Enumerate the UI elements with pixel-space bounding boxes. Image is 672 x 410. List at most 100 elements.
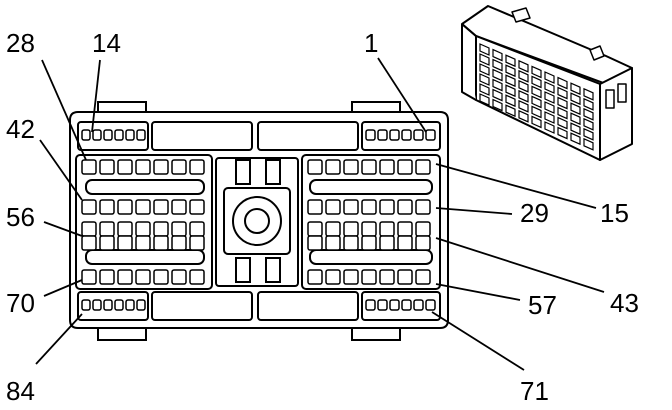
- terminal-cavity: [397, 199, 413, 215]
- terminal-cavity: [117, 221, 133, 237]
- inset-cavity: [531, 105, 542, 119]
- terminal-cavity: [413, 129, 424, 141]
- terminal-cavity: [325, 159, 341, 175]
- terminal-cavity: [114, 129, 124, 141]
- terminal-cavity: [365, 299, 376, 311]
- terminal-cavity: [397, 159, 413, 175]
- inset-cavity: [544, 121, 555, 134]
- inset-cavity: [518, 99, 529, 113]
- inset-cavity: [479, 83, 490, 96]
- leader-lines: [35, 57, 605, 371]
- inset-cavity: [570, 102, 581, 116]
- inset-cavity: [505, 54, 516, 68]
- terminal-cavity: [81, 221, 97, 237]
- terminal-cavity: [117, 159, 133, 175]
- terminal-cavity: [377, 129, 388, 141]
- inset-cavity: [505, 84, 516, 98]
- terminal-cavity: [153, 221, 169, 237]
- terminal-cavity: [189, 159, 205, 175]
- terminal-cavity: [171, 199, 187, 215]
- inset-cavity: [505, 104, 516, 118]
- terminal-cavity: [397, 269, 413, 285]
- terminal-cavity: [92, 299, 102, 311]
- terminal-cavity: [389, 299, 400, 311]
- terminal-cavity: [377, 299, 388, 311]
- terminal-cavity: [171, 221, 187, 237]
- inset-cavity: [518, 69, 529, 83]
- inset-cavity: [557, 106, 568, 120]
- terminal-cavity: [343, 269, 359, 285]
- terminal-cavity: [325, 235, 341, 251]
- terminal-cavity: [343, 159, 359, 175]
- terminal-cavity: [425, 299, 436, 311]
- inset-cavity: [505, 74, 516, 88]
- inset-cavity: [583, 97, 594, 111]
- terminal-cavity: [81, 299, 91, 311]
- pin-label-57: 57: [528, 290, 557, 320]
- inset-cavity: [492, 78, 503, 92]
- terminal-cavity: [117, 235, 133, 251]
- terminal-cavity: [415, 269, 431, 285]
- pin-label-14: 14: [92, 28, 121, 58]
- inset-cavity: [544, 71, 555, 84]
- terminal-cavity: [307, 269, 323, 285]
- terminal-cavity: [415, 199, 431, 215]
- inset-cavity: [492, 48, 503, 62]
- inset-cavity: [479, 43, 490, 56]
- inset-cavity: [583, 127, 594, 141]
- terminal-cavity: [81, 159, 97, 175]
- terminal-cavity: [135, 159, 151, 175]
- terminal-cavity: [135, 199, 151, 215]
- terminal-cavity: [135, 221, 151, 237]
- terminal-cavity: [379, 159, 395, 175]
- terminal-cavity: [117, 199, 133, 215]
- terminal-cavity: [379, 221, 395, 237]
- terminal-cavity: [361, 159, 377, 175]
- terminal-cavity: [389, 129, 400, 141]
- terminal-cavity: [325, 199, 341, 215]
- pin-label-56: 56: [6, 202, 35, 232]
- inset-cavity: [570, 132, 581, 146]
- terminal-cavity: [397, 235, 413, 251]
- inset-cavity: [557, 96, 568, 110]
- pin-label-71: 71: [520, 376, 549, 406]
- terminal-cavity: [361, 235, 377, 251]
- terminal-cavity: [136, 299, 146, 311]
- inset-cavity: [570, 82, 581, 96]
- inset-cavity: [583, 107, 594, 121]
- terminal-cavity: [189, 269, 205, 285]
- terminal-cavity: [343, 235, 359, 251]
- terminal-cavity: [103, 299, 113, 311]
- pin-label-70: 70: [6, 288, 35, 318]
- terminal-cavity: [99, 235, 115, 251]
- inset-cavity: [544, 111, 555, 124]
- terminal-cavity: [361, 221, 377, 237]
- terminal-cavity: [189, 221, 205, 237]
- terminal-cavity: [325, 221, 341, 237]
- inset-cavity: [531, 85, 542, 99]
- terminal-cavity: [81, 199, 97, 215]
- inset-cavity: [583, 117, 594, 131]
- inset-cavity: [557, 116, 568, 130]
- terminal-cavity: [307, 221, 323, 237]
- inset-cavity: [531, 65, 542, 79]
- inset-cavity: [518, 89, 529, 103]
- terminal-cavity: [171, 269, 187, 285]
- terminal-cavity: [189, 235, 205, 251]
- terminal-cavity: [114, 299, 124, 311]
- terminal-cavity: [153, 269, 169, 285]
- inset-cavity: [557, 126, 568, 140]
- pin-label-43: 43: [610, 288, 639, 318]
- terminal-cavity: [153, 235, 169, 251]
- inset-cavity: [570, 112, 581, 126]
- terminal-cavity: [99, 269, 115, 285]
- terminal-cavity: [99, 199, 115, 215]
- inset-cavity: [492, 98, 503, 112]
- inset-cavity: [505, 64, 516, 78]
- terminal-cavity: [136, 129, 146, 141]
- pin-label-42: 42: [6, 114, 35, 144]
- terminal-cavity: [361, 199, 377, 215]
- terminal-cavity: [413, 299, 424, 311]
- inset-cavity: [583, 137, 594, 151]
